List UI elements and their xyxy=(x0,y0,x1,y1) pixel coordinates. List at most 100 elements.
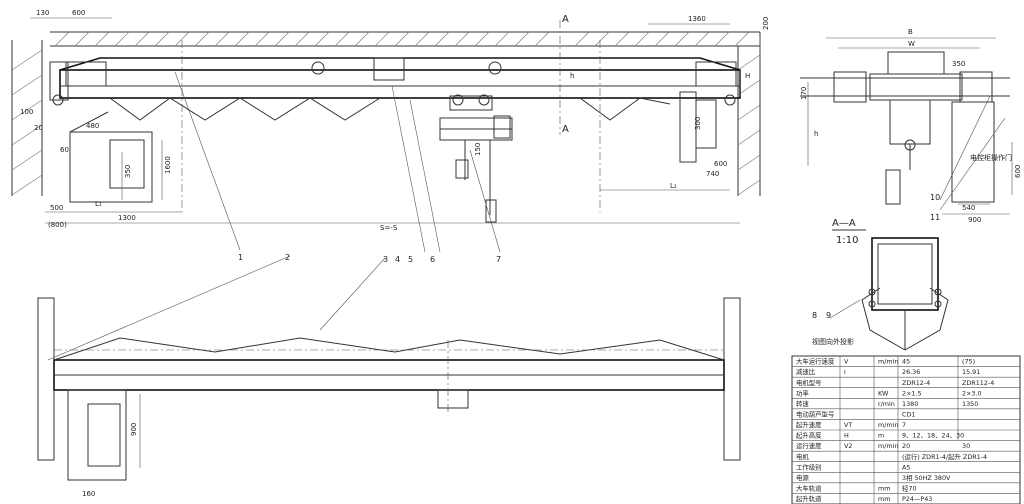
dim-h-side: h xyxy=(814,130,818,138)
side-view: B W 350 170 h 600 540 900 10 11 电控柜操作门 xyxy=(800,28,1022,224)
table-cell: 3相 50HZ 380V xyxy=(902,473,951,482)
elevation-view: 130 600 1360 200 20 480 60 1600 350 100 … xyxy=(11,9,770,361)
table-cell: 大车运行速度 xyxy=(796,357,835,366)
section-title: A—A xyxy=(832,218,856,229)
dim-200: 200 xyxy=(762,17,770,30)
dim-800: (800) xyxy=(48,221,67,229)
dim-300: 300 xyxy=(694,117,702,130)
table-cell: mm xyxy=(878,495,890,503)
dim-1600: 1600 xyxy=(164,156,172,174)
table-cell: 电动葫芦型号 xyxy=(796,409,834,418)
dim-170: 170 xyxy=(800,87,808,100)
dim-540: 540 xyxy=(962,204,975,212)
end-truck-right xyxy=(679,61,737,163)
table-cell: P24—P43 xyxy=(902,495,932,503)
table-cell: m/min xyxy=(878,358,898,366)
table-cell: 9、12、18、24、30 xyxy=(902,432,964,440)
dim-B: B xyxy=(908,28,913,36)
dim-160: 160 xyxy=(82,490,95,498)
leader-4: 4 xyxy=(395,255,400,264)
table-cell: V2 xyxy=(844,442,852,450)
table-cell: 运行速度 xyxy=(796,441,822,450)
leader-2: 2 xyxy=(285,253,290,262)
table-cell: 1380 xyxy=(902,400,918,408)
dim-350-side: 350 xyxy=(952,60,965,68)
table-cell: i xyxy=(844,368,846,376)
dim-130: 130 xyxy=(36,9,49,17)
section-mark-a-top: A xyxy=(562,14,569,25)
table-cell: 电机型号 xyxy=(796,378,822,387)
table-cell: 功率 xyxy=(796,388,809,397)
table-cell: 26.36 xyxy=(902,368,920,376)
dim-600b: 600 xyxy=(714,160,727,168)
dim-1360: 1360 xyxy=(688,15,706,23)
main-girder xyxy=(59,57,741,121)
table-cell: ZDR12-4 xyxy=(902,379,930,387)
dim-20: 20 xyxy=(34,124,43,132)
table-cell: m/min xyxy=(878,442,898,450)
control-cabin xyxy=(69,111,153,203)
dim-W: W xyxy=(908,40,915,48)
section-a-a: A—A 1:10 8 9 视图向外投影 xyxy=(812,218,949,351)
table-cell: (运行) ZDR1-4/起升 ZDR1-4 xyxy=(902,452,987,461)
dim-100: 100 xyxy=(20,108,33,116)
leader-3: 3 xyxy=(383,255,388,264)
dim-span: S=-S xyxy=(380,224,398,232)
table-cell: 1350 xyxy=(962,400,978,408)
table-cell: A5 xyxy=(902,463,910,471)
dim-L1: L₁ xyxy=(95,200,102,208)
table-cell: 30 xyxy=(962,442,970,450)
panel-text: 电控柜操作门 xyxy=(970,153,1012,162)
dim-60: 60 xyxy=(60,146,69,154)
table-cell: 电机 xyxy=(796,452,809,461)
section-mark-a-bottom: A xyxy=(562,124,569,135)
table-cell: ZDR112-4 xyxy=(962,379,994,387)
table-cell: 2×3.0 xyxy=(962,389,982,397)
table-cell: (75) xyxy=(962,358,975,366)
table-cell: 大车轨道 xyxy=(796,483,822,492)
elevation-leaders: 1 2 3 4 5 6 7 xyxy=(47,71,501,361)
table-cell: 起升高度 xyxy=(796,431,822,440)
leader-1: 1 xyxy=(238,253,243,262)
table-cell: 20 xyxy=(902,442,910,450)
table-cell: m xyxy=(878,432,884,440)
table-cell: 减速比 xyxy=(796,367,816,376)
dim-350: 350 xyxy=(124,165,132,178)
table-cell: m/min xyxy=(878,421,898,429)
leader-10: 10 xyxy=(930,193,940,202)
dim-1300: 1300 xyxy=(118,214,136,222)
dim-900-side: 900 xyxy=(968,216,981,224)
table-cell: 工作级别 xyxy=(796,462,822,471)
table-cell: 转速 xyxy=(796,399,809,408)
table-cell: 起升轨道 xyxy=(796,494,822,503)
dim-h: h xyxy=(570,72,574,80)
dim-150: 150 xyxy=(474,143,482,156)
dim-600-side: 600 xyxy=(1014,165,1022,178)
table-cell: VT xyxy=(844,421,852,429)
table-cell: KW xyxy=(878,389,889,397)
leader-7: 7 xyxy=(496,255,501,264)
electric-hoist xyxy=(439,94,513,223)
table-cell: 45 xyxy=(902,358,910,366)
table-cell: CD1 xyxy=(902,410,915,418)
table-cell: 15.91 xyxy=(962,368,980,376)
elevation-dimensions: 130 600 1360 200 20 480 60 1600 350 100 … xyxy=(20,9,770,232)
leader-11: 11 xyxy=(930,213,940,222)
dim-L2: L₂ xyxy=(670,182,677,190)
table-cell: 7 xyxy=(902,421,906,429)
table-cell: mm xyxy=(878,484,890,492)
dim-740: 740 xyxy=(706,170,719,178)
section-scale: 1:10 xyxy=(836,235,858,246)
table-cell: V xyxy=(844,358,849,366)
leader-6: 6 xyxy=(430,255,435,264)
dim-600: 600 xyxy=(72,9,85,17)
section-note: 视图向外投影 xyxy=(812,337,854,346)
table-cell: 电源 xyxy=(796,473,809,482)
table-cell: r/min xyxy=(878,400,895,408)
end-truck-left xyxy=(49,61,107,106)
plan-view: 900 160 xyxy=(37,297,741,498)
table-cell: H xyxy=(844,432,849,440)
